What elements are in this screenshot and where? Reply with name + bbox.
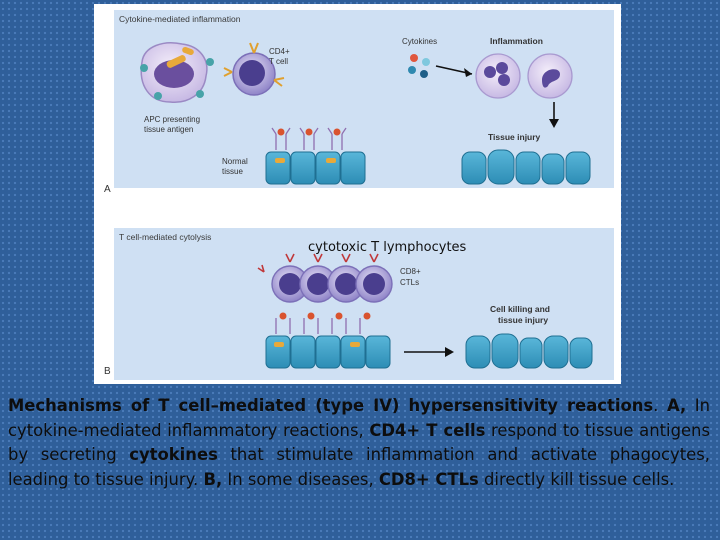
tissue-receptors (271, 127, 347, 150)
apc-label-1: APC presenting (144, 115, 200, 124)
cd8-label-2: CTLs (400, 278, 419, 287)
panel-a: Cytokine-mediated inflammation (114, 10, 614, 188)
caption: Mechanisms of T cell–mediated (type IV) … (8, 394, 710, 492)
apc-nucleus (154, 60, 194, 88)
inflammation-label: Inflammation (490, 36, 543, 46)
caption-title-punct: . (653, 396, 667, 415)
cd8-label-1: CD8+ (400, 267, 421, 276)
tissue-injury-label: Tissue injury (488, 132, 541, 142)
cd4-t-cell (223, 42, 285, 96)
cd4-label-2: T cell (269, 57, 288, 66)
normal-tissue-cells (265, 151, 366, 185)
apc-cell (140, 42, 214, 103)
killed-tissue-cells (465, 333, 593, 369)
normal-tissue-label-2: tissue (222, 167, 243, 176)
caption-title: Mechanisms of T cell–mediated (type IV) … (8, 396, 654, 415)
injured-tissue-cells (461, 149, 591, 185)
killing-label-1: Cell killing and (490, 304, 550, 314)
caption-b-marker: B, (203, 469, 223, 489)
panel-b-title: T cell-mediated cytolysis (119, 232, 212, 242)
cytokine-molecules (408, 54, 430, 78)
killing-label-2: tissue injury (498, 315, 548, 325)
panel-a-letter: A (104, 184, 111, 195)
ctl-cells (271, 265, 393, 303)
cd4-label-1: CD4+ (269, 47, 290, 56)
ctl-receptors (257, 253, 379, 273)
panel-b: T cell-mediated cytolysis CD8+ CTLs (114, 228, 614, 380)
caption-cd4: CD4+ T cells (369, 420, 486, 440)
caption-a-text-1: In cytokine-mediated inflammatory reacti… (8, 396, 710, 440)
figure: Cytokine-mediated inflammation (94, 4, 621, 384)
panel-b-illustration: CD8+ CTLs Cell killing and (257, 253, 593, 369)
caption-cytokines: cytokines (129, 445, 218, 464)
cytotoxic-t-lymphocytes-label: cytotoxic T lymphocytes (308, 240, 467, 255)
caption-a-marker: A, (666, 396, 687, 415)
caption-cd8: CD8+ CTLs (378, 469, 479, 489)
normal-tissue-b-cells (265, 335, 391, 369)
panel-a-title: Cytokine-mediated inflammation (119, 14, 241, 24)
cytokines-label: Cytokines (402, 37, 437, 46)
caption-a-text-3: that stimulate inflammation and activate… (8, 445, 710, 489)
panel-b-letter: B (104, 366, 111, 377)
caption-b-text-1: In some diseases, (222, 469, 379, 489)
apc-label-2: tissue antigen (144, 125, 193, 134)
caption-a-text-2: respond to tissue antigens by secreting (8, 420, 710, 465)
normal-tissue-label-1: Normal (222, 157, 248, 166)
inflammation-phagocytes (475, 53, 573, 99)
panel-a-illustration: CD4+ T cell APC presenting tissue antige… (140, 36, 591, 185)
caption-b-text-2: directly kill tissue cells. (478, 469, 675, 489)
antigen-fragment (166, 55, 186, 68)
